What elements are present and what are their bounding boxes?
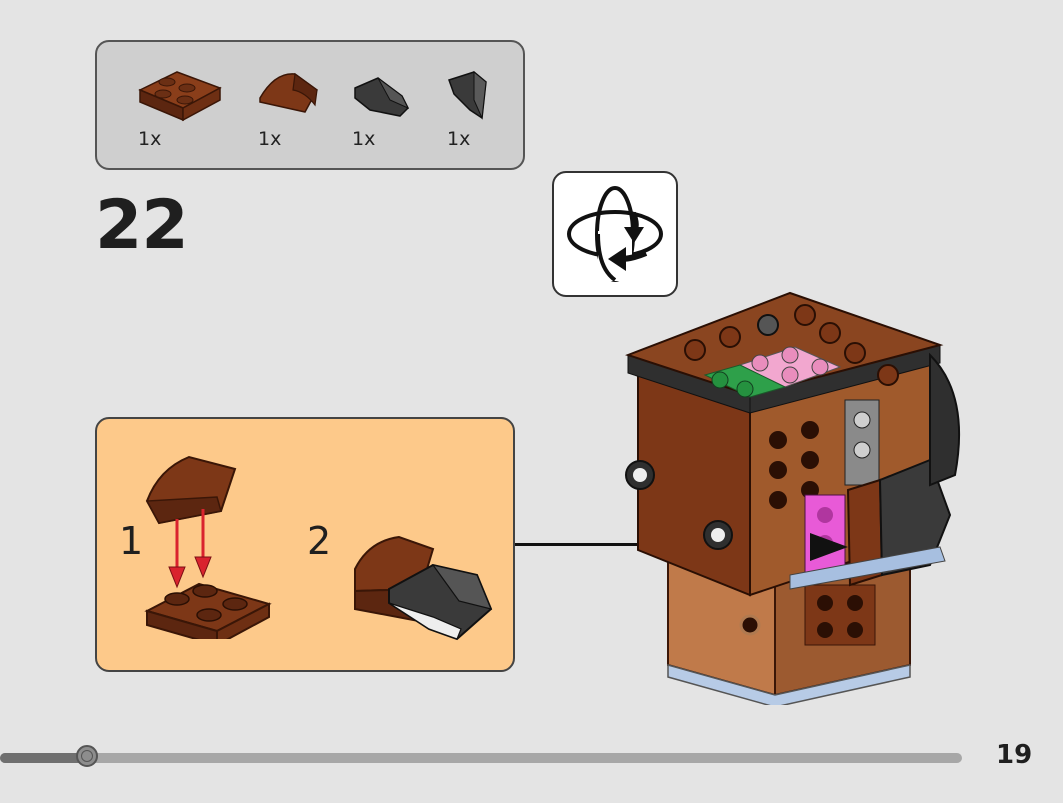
dark-grey-wedge-icon <box>354 77 410 117</box>
parts-list-box: 1x 1x 1x 1x <box>95 40 525 170</box>
part-qty: 1x <box>138 128 162 150</box>
progress-knob-icon <box>75 745 98 767</box>
step-number: 22 <box>95 186 189 265</box>
rotate-model-icon <box>567 186 663 282</box>
rotate-indicator <box>552 171 678 297</box>
part-qty: 1x <box>258 128 282 150</box>
substep-1-illustration <box>144 455 272 639</box>
part-item: 1x <box>444 42 534 167</box>
substep-callout: 1 2 <box>95 417 515 672</box>
part-qty: 1x <box>447 128 471 150</box>
substep-2-illustration <box>354 535 493 641</box>
part-item: 1x <box>135 42 225 167</box>
brickheadz-model-illustration <box>625 291 961 705</box>
dark-grey-wedge-icon <box>448 70 487 120</box>
brown-2x2-plate-icon <box>138 71 222 122</box>
page-number: 19 <box>996 740 1033 770</box>
brown-curved-slope-icon <box>259 72 318 113</box>
substep-number: 1 <box>119 519 144 563</box>
progress-bar <box>0 745 962 767</box>
part-item: 1x <box>255 42 345 167</box>
substep-number: 2 <box>307 519 332 563</box>
progress-fill <box>0 753 87 763</box>
part-item: 1x <box>350 42 440 167</box>
part-qty: 1x <box>352 128 376 150</box>
